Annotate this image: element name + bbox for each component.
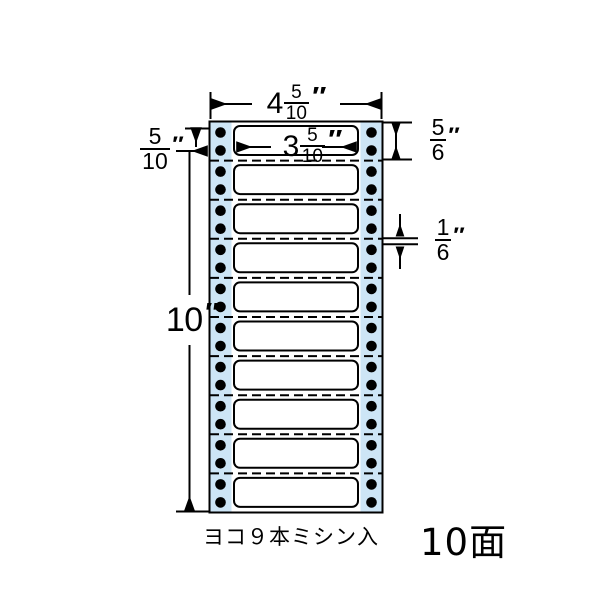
label-cell <box>233 281 359 313</box>
row-gap-label: 1 6 ″ <box>420 213 478 265</box>
label-cell <box>233 476 359 508</box>
label-cell <box>233 359 359 391</box>
perforation-lines <box>210 159 382 475</box>
sprocket-holes <box>215 127 377 508</box>
overall-width-label: 4 5 10 ″ <box>252 81 340 124</box>
label-width-numerator: 5 <box>307 124 318 146</box>
row-gap-unit: ″ <box>453 223 466 247</box>
face-count-label: 10面 <box>420 521 508 564</box>
label-width-label: 3 5 10 ″ <box>271 124 353 167</box>
label-height-unit: ″ <box>448 123 461 147</box>
overall-width-denominator: 10 <box>283 102 309 124</box>
label-height-label: 5 6 ″ <box>414 113 474 165</box>
label-height-numerator: 5 <box>431 113 445 140</box>
overall-width-numerator: 5 <box>291 81 302 103</box>
label-cell <box>233 242 359 274</box>
label-height-denominator: 6 <box>429 139 447 165</box>
label-cell <box>233 437 359 469</box>
overall-width-fraction: 5 10 <box>283 81 309 124</box>
overall-height-unit: ″ <box>204 297 220 327</box>
margin-width-unit: ″ <box>172 132 184 156</box>
perforation-note: ヨコ９本ミシン入 <box>203 525 379 549</box>
label-height-fraction: 5 6 <box>429 113 447 165</box>
overall-width-unit: ″ <box>311 81 327 111</box>
overall-height-whole: 10 <box>165 301 203 339</box>
label-width-unit: ″ <box>327 124 343 154</box>
overall-width-dimension <box>209 92 383 119</box>
label-cell <box>233 203 359 235</box>
row-gap-fraction: 1 6 <box>434 213 452 265</box>
margin-width-denominator: 10 <box>140 148 170 174</box>
label-width-fraction: 5 10 <box>299 124 325 167</box>
row-gap-numerator: 1 <box>436 213 450 240</box>
margin-width-fraction: 5 10 <box>140 122 170 174</box>
margin-width-label: 5 10 ″ <box>132 122 190 174</box>
label-height-dimension <box>383 121 412 161</box>
label-width-whole: 3 <box>282 130 300 163</box>
label-cell <box>233 164 359 196</box>
overall-width-whole: 4 <box>266 87 284 120</box>
row-gap-dimension <box>383 214 418 269</box>
overall-height-label: 10 ″ <box>156 298 228 342</box>
margin-width-numerator: 5 <box>148 122 162 149</box>
label-width-denominator: 10 <box>299 145 325 167</box>
margin-width-dimension <box>176 127 209 157</box>
row-gap-denominator: 6 <box>434 239 452 265</box>
label-cells <box>233 125 359 508</box>
label-cell <box>233 398 359 430</box>
left-tractor-margin <box>209 121 232 513</box>
label-cell <box>233 320 359 352</box>
sheet-outline <box>208 120 384 514</box>
